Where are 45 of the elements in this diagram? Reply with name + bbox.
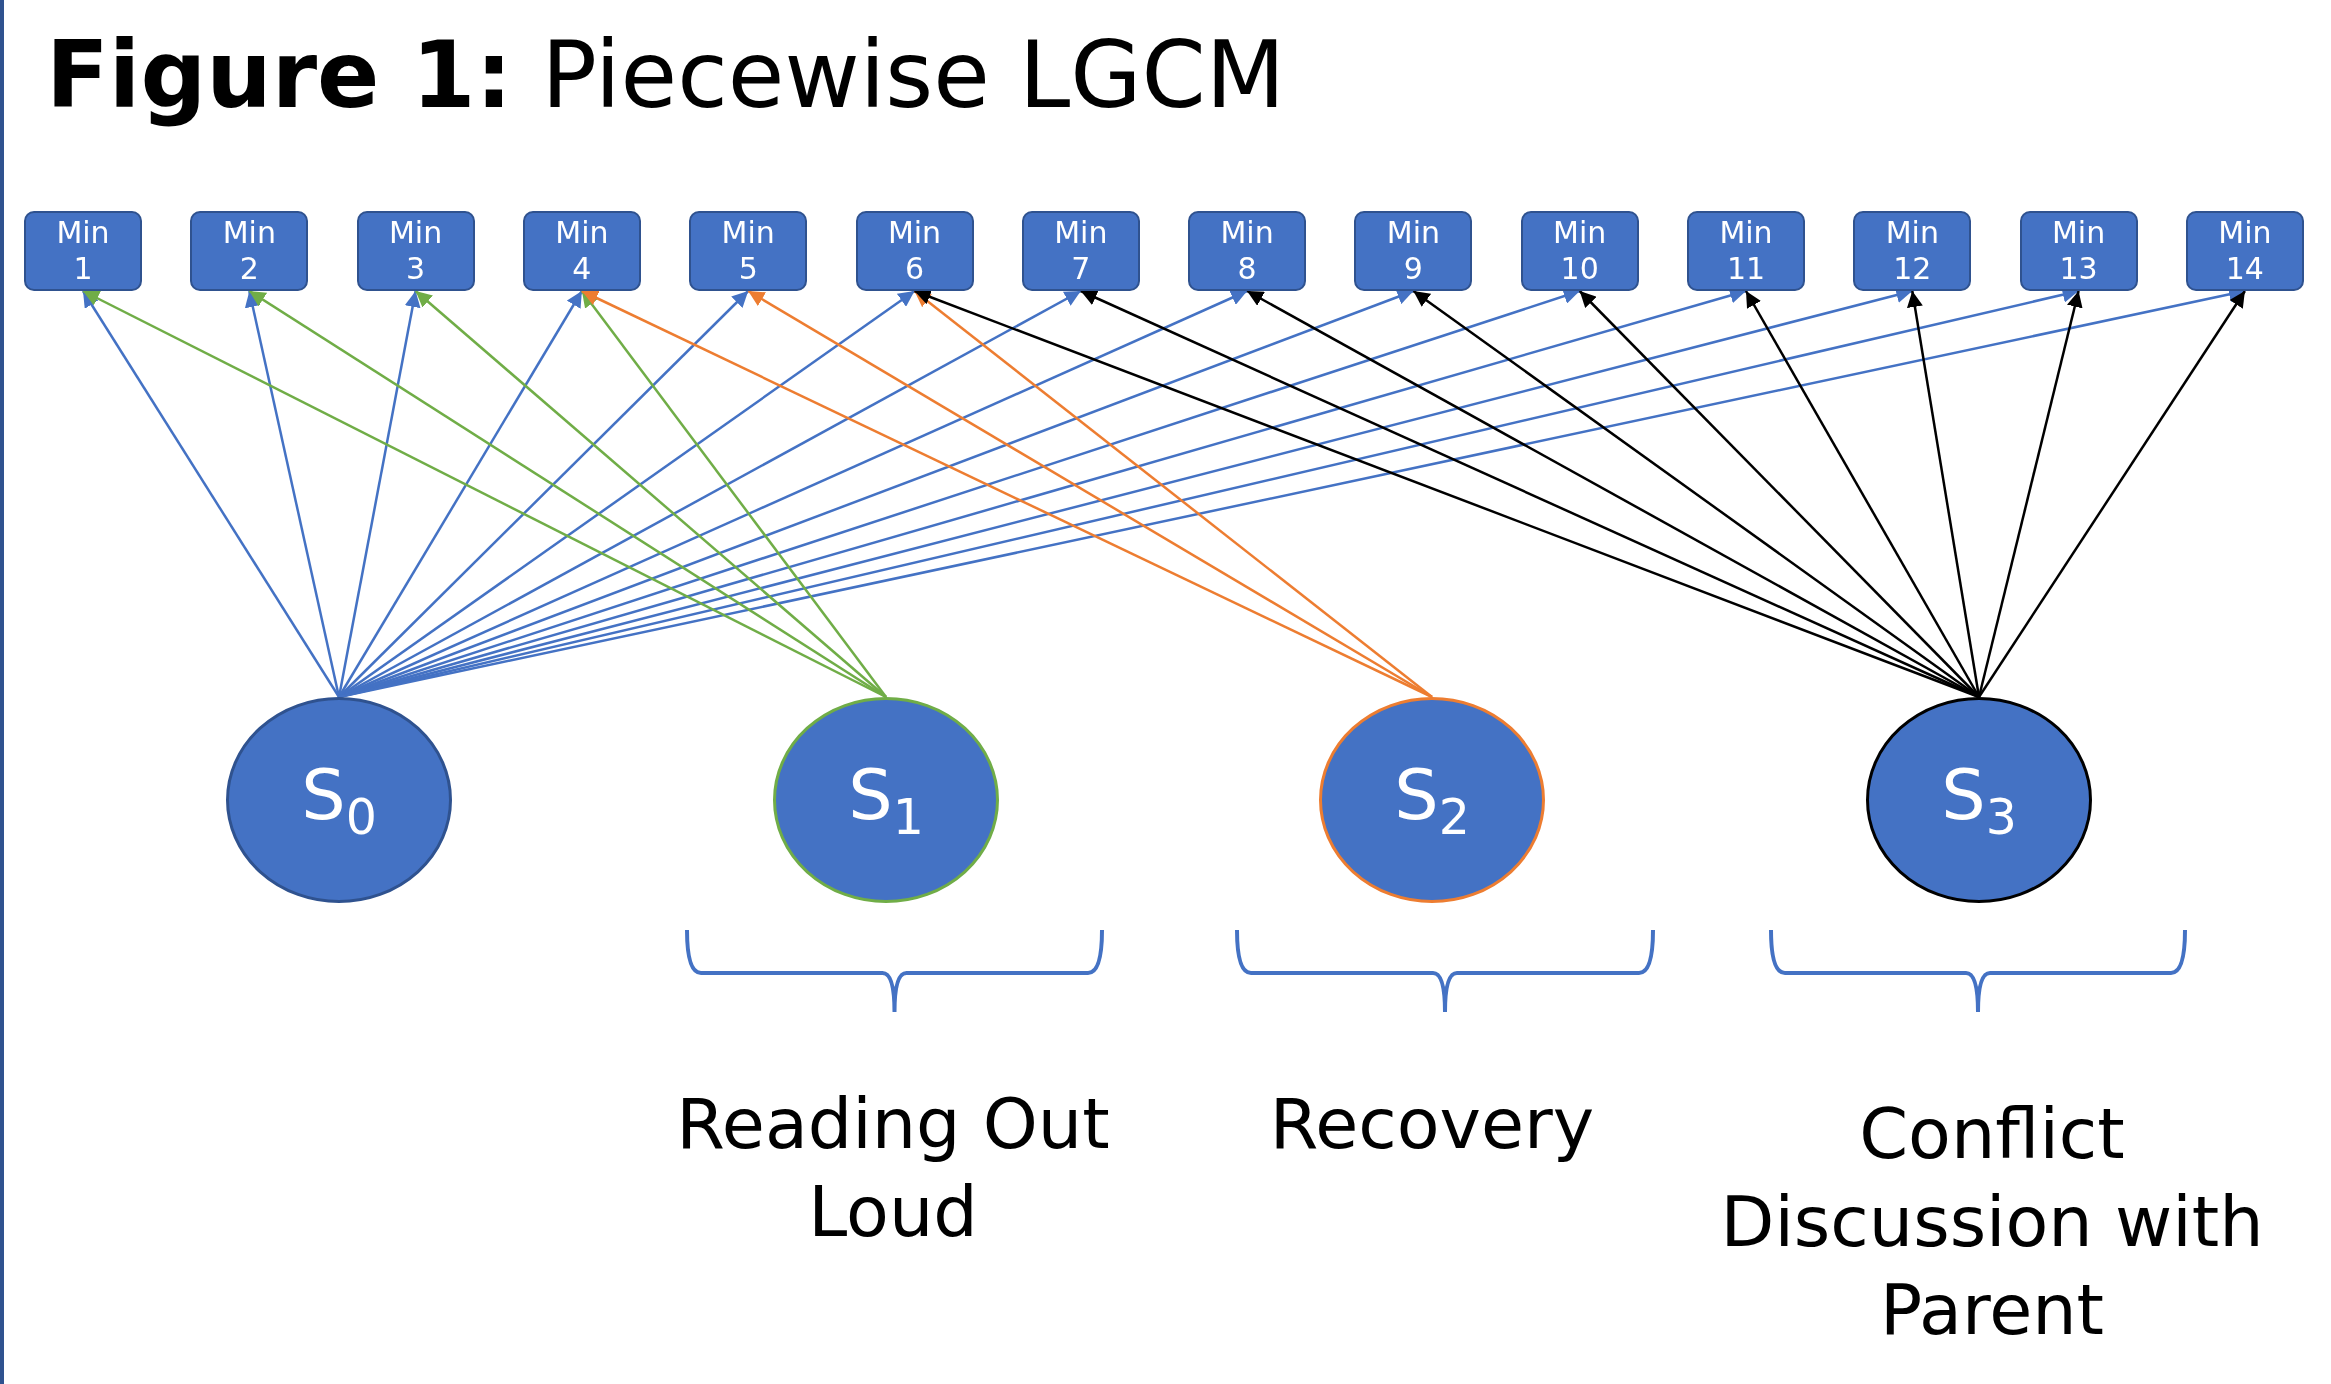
measurement-box [855, 211, 974, 291]
variable-label: S$_{3}$ [1941, 754, 2017, 846]
measurement-box [522, 211, 641, 291]
box-label: Min 7 [1054, 215, 1108, 287]
measurement-box [1188, 211, 1307, 291]
measurement-box [24, 211, 142, 291]
measurement-box [689, 211, 808, 291]
box-label: Min 12 [1885, 215, 1939, 287]
arrow [1977, 290, 2246, 698]
latent-variable-ellipse [1866, 697, 2092, 903]
latent-variable-ellipse [773, 697, 999, 903]
figure-title: Figure 1: Piecewise LGCM [46, 22, 1286, 129]
box-label: Min 6 [887, 215, 942, 287]
variable-label: S$_{1}$ [848, 754, 924, 846]
measurement-box [1687, 211, 1805, 291]
box-label: Min 5 [721, 215, 775, 287]
variable-label: S$_{2}$ [1394, 754, 1470, 846]
arrow [913, 290, 1433, 698]
measurement-box [2185, 211, 2304, 291]
box-label: Min 4 [555, 215, 609, 287]
measurement-box [1520, 211, 1639, 291]
arrow [81, 290, 341, 698]
measurement-box [1021, 211, 1140, 291]
box-label: Min 10 [1553, 215, 1607, 287]
measurement-box [356, 211, 475, 291]
measurement-box [2019, 211, 2138, 291]
measurement-box [1354, 211, 1473, 291]
box-label: Min 13 [2051, 215, 2106, 287]
box-label: Min 1 [56, 215, 110, 287]
measurement-box [1853, 211, 1972, 291]
box-label: Min 2 [222, 215, 276, 287]
phase-label: Reading Out Loud [675, 1082, 1111, 1255]
box-label: Min 9 [1386, 215, 1440, 287]
arrow [580, 290, 887, 698]
box-label: Min 11 [1719, 215, 1773, 287]
measurement-box [190, 211, 309, 291]
box-label: Min 14 [2218, 215, 2272, 287]
phase-label: Recovery [1268, 1082, 1596, 1167]
variable-label: S$_{0}$ [301, 754, 377, 846]
latent-variable-ellipse [226, 697, 452, 903]
box-label: Min 3 [388, 215, 443, 287]
phase-label: Conflict Discussion with Parent [1719, 1092, 2265, 1353]
arrow [414, 290, 887, 698]
latent-variable-ellipse [1319, 697, 1545, 903]
box-label: Min 8 [1220, 215, 1274, 287]
